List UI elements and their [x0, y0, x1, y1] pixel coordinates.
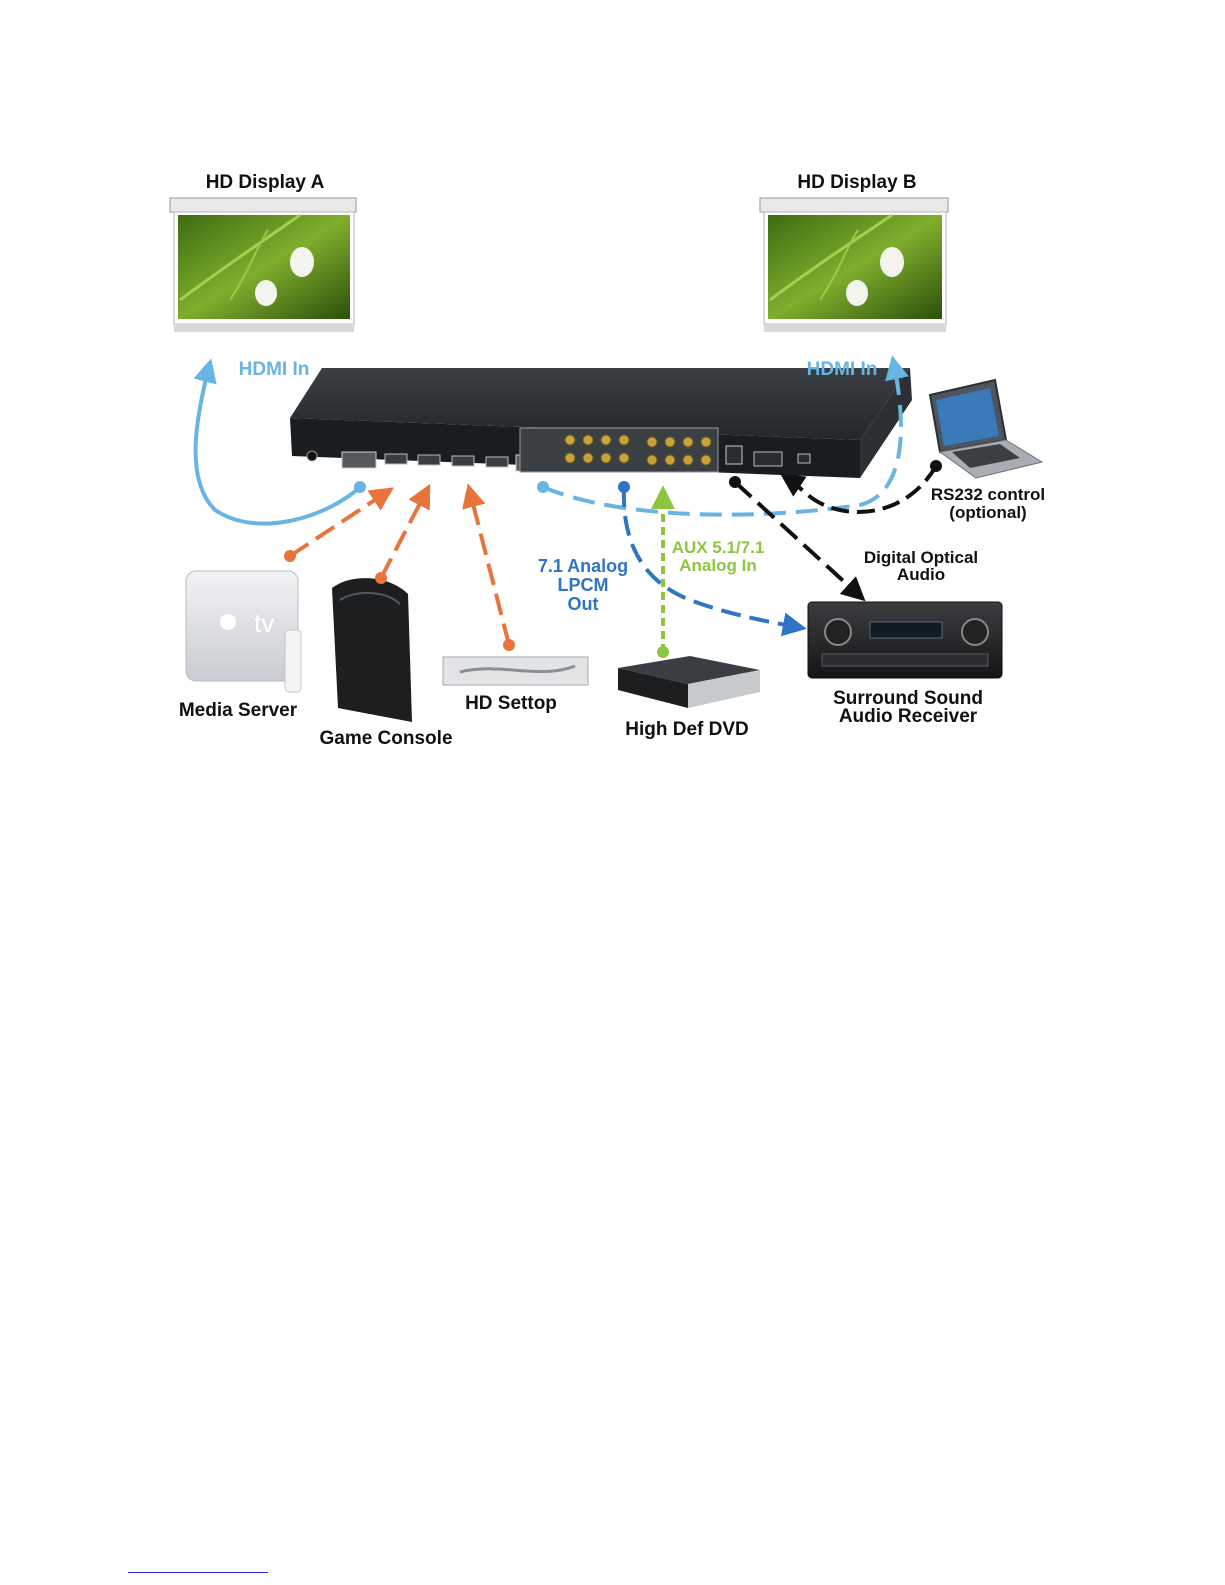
apple-tv-logo-text: tv	[254, 608, 274, 638]
rs232-port	[754, 452, 782, 466]
power-jack	[307, 451, 317, 461]
hd-settop-hdmi-connection	[469, 488, 515, 651]
game-console-label: Game Console	[319, 728, 452, 749]
high-def-dvd-label: High Def DVD	[625, 719, 749, 740]
media-server-hdmi-connection	[284, 490, 390, 562]
usb-port	[798, 454, 810, 463]
display-a-label: HD Display A	[206, 172, 325, 193]
hdmi-matrix-switcher	[290, 368, 912, 478]
analog-out-label-line2: LPCM	[558, 575, 609, 595]
rs232-label-line1: RS232 control	[931, 485, 1045, 504]
optical-port	[726, 446, 742, 464]
hdmi-in-left-label: HDMI In	[239, 359, 310, 380]
aux-in-label-line1: AUX 5.1/7.1	[672, 538, 765, 557]
aux-analog-in-connection	[657, 490, 669, 658]
game-console-hdmi-connection	[375, 488, 428, 584]
digital-optical-connection	[729, 476, 862, 598]
receiver-label-line2: Audio Receiver	[839, 706, 978, 727]
high-def-dvd-player	[618, 656, 760, 708]
footer-link-underline	[128, 1572, 268, 1573]
digital-optical-label-line2: Audio	[897, 565, 945, 584]
surround-receiver	[808, 602, 1002, 678]
media-server-label: Media Server	[179, 700, 298, 721]
hdmi-in-4-port	[486, 457, 508, 467]
hdmi-in-2-port	[418, 455, 440, 465]
hd-display-a: HD Display A	[170, 172, 356, 332]
hd-display-b: HD Display B	[760, 172, 948, 332]
hd-settop-label: HD Settop	[465, 693, 557, 714]
hdmi-in-3-port	[452, 456, 474, 466]
game-console	[332, 578, 412, 722]
analog-out-label-line1: 7.1 Analog	[538, 556, 628, 576]
hdmi-in-right-label: HDMI In	[807, 359, 878, 380]
hdmi-in-1-port	[385, 454, 407, 464]
rs232-label-line2: (optional)	[949, 503, 1026, 522]
laptop-pc	[930, 380, 1042, 478]
display-b-label: HD Display B	[797, 172, 916, 193]
media-server-apple-tv: tv	[186, 571, 301, 692]
aux-in-label-line2: Analog In	[679, 556, 756, 575]
hd-settop-box	[443, 657, 588, 685]
hdmi-out-a-port	[342, 452, 376, 468]
analog-out-label-line3: Out	[568, 594, 599, 614]
